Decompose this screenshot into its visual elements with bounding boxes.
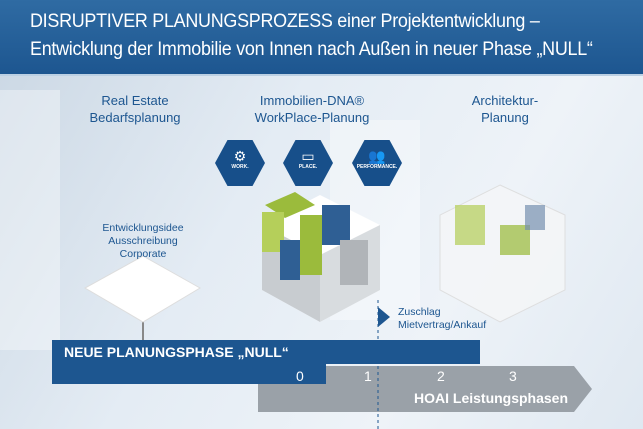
milestone-triangle-icon [378, 307, 390, 327]
column-immobilien-dna: Immobilien-DNA® WorkPlace-Planung [232, 92, 392, 126]
background-block [0, 90, 60, 350]
column-line: Real Estate [101, 93, 169, 108]
hexagon-label: PLACE. [298, 164, 318, 170]
milestone-line-text: Zuschlag [398, 306, 441, 318]
phase-number-1: 1 [364, 368, 372, 384]
hoai-label: HOAI Leistungsphasen [414, 390, 569, 406]
hexagon-performance: 👥PERFORMANCE. [352, 140, 402, 186]
idea-line: Ausschreibung Corporate [108, 235, 178, 260]
column-architektur: Architektur- Planung [425, 92, 585, 126]
column-line: Planung [481, 110, 529, 125]
column-line: Architektur- [471, 93, 539, 108]
idea-line: Entwicklungsidee [102, 222, 184, 234]
phase-null-bar [52, 340, 480, 384]
hexagon-label: WORK. [231, 164, 249, 170]
phase-number-2: 2 [437, 368, 445, 384]
people-icon: 👥 [368, 148, 386, 164]
title-line-1: DISRUPTIVER PLANUNGSPROZESS einer Projek… [30, 10, 540, 32]
hexagon-label: PERFORMANCE. [356, 164, 398, 170]
hoai-arrow [258, 366, 592, 412]
architecture-cube [439, 184, 566, 323]
hexagon-place: ▭PLACE. [283, 140, 333, 186]
idea-diamond [83, 255, 201, 323]
column-line: WorkPlace-Planung [254, 110, 370, 125]
column-line: Bedarfsplanung [89, 110, 181, 125]
phase-null-label: NEUE PLANUNGSPHASE „NULL“ [64, 344, 289, 360]
phase-number-0: 0 [296, 368, 304, 384]
phase-number-3: 3 [509, 368, 517, 384]
workplace-icon: ▭ [301, 148, 315, 164]
column-line: Immobilien-DNA® [259, 93, 365, 108]
milestone-line-text: Mietvertrag/Ankauf [398, 319, 487, 331]
title-banner: DISRUPTIVER PLANUNGSPROZESS einer Projek… [0, 0, 643, 76]
dna-cube [262, 192, 380, 322]
title-line-2: Entwicklung der Immobilie von Innen nach… [30, 38, 593, 60]
gears-icon: ⚙ [233, 148, 247, 164]
